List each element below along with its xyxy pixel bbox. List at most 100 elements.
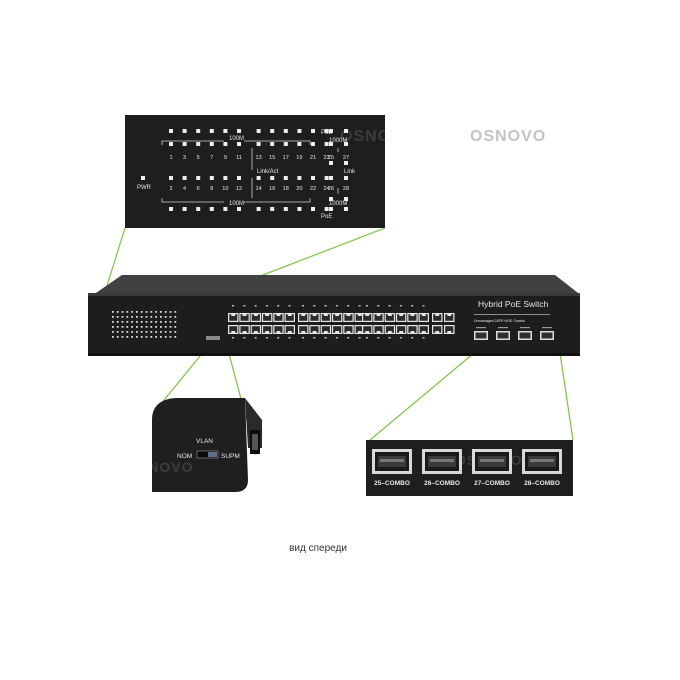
sfp-port[interactable] (422, 449, 462, 474)
sfp-port[interactable] (522, 449, 562, 474)
rj45-port[interactable] (395, 313, 407, 322)
rj45-port[interactable] (298, 313, 309, 322)
mini-led (164, 311, 167, 313)
rj45-port[interactable] (343, 313, 354, 322)
rj45-port[interactable] (331, 313, 343, 322)
sfp-port-label: 25–COMBO (374, 480, 410, 487)
rj45-port[interactable] (228, 325, 239, 334)
mini-led (160, 316, 162, 318)
pwr-led (141, 176, 145, 180)
rj45-port[interactable] (228, 313, 239, 322)
rj45-port[interactable] (261, 313, 273, 322)
rj45-port[interactable] (273, 325, 284, 334)
switch-sub-label: Unmanaged 24FE+4GE Combo (474, 319, 525, 323)
rj45-port[interactable] (418, 325, 430, 334)
status-led (223, 207, 228, 211)
mini-led (112, 331, 114, 333)
rj45-port[interactable] (309, 325, 320, 334)
mini-led (121, 331, 124, 333)
mini-led (116, 326, 119, 328)
mini-led (140, 321, 143, 323)
rj45-port[interactable] (261, 325, 273, 334)
status-led (297, 176, 302, 180)
rj45-port[interactable] (250, 313, 262, 322)
port-number-odd: 17 (283, 155, 289, 161)
status-led (283, 176, 288, 180)
mini-led (164, 336, 167, 338)
rj45-port[interactable] (384, 313, 396, 322)
rj45-port[interactable] (444, 313, 455, 322)
rj45-port[interactable] (331, 325, 343, 334)
rj45-port[interactable] (407, 325, 418, 334)
mini-led (160, 321, 162, 323)
mini-led (150, 331, 153, 333)
sfp-port[interactable] (472, 449, 512, 474)
mini-led (112, 311, 114, 313)
rj45-port[interactable] (343, 325, 354, 334)
mini-led (121, 326, 124, 328)
mini-led (174, 321, 177, 323)
uplink-led (329, 161, 333, 165)
rj45-port[interactable] (418, 313, 430, 322)
sfp-port[interactable] (372, 449, 412, 474)
rj45-port-block (228, 305, 455, 339)
rj45-port[interactable] (362, 313, 373, 322)
port-number-even: 12 (236, 186, 242, 192)
rj45-port[interactable] (362, 325, 373, 334)
mini-led (136, 336, 138, 338)
status-led (209, 142, 214, 146)
rj45-port[interactable] (239, 313, 250, 322)
rj45-port[interactable] (407, 313, 418, 322)
rj45-port[interactable] (373, 325, 384, 334)
label-100m-top: 100M (229, 136, 244, 142)
pwr-label: PWR (137, 185, 152, 191)
sfp-port-small[interactable] (540, 327, 554, 340)
link-label: Link (344, 169, 356, 175)
mode-slide-switch[interactable] (196, 450, 219, 459)
rj45-port[interactable] (284, 325, 296, 334)
status-led (209, 176, 214, 180)
rj45-port[interactable] (354, 313, 366, 322)
watermark-top-2: OSNOVO (470, 128, 546, 145)
port-number-odd: 19 (296, 155, 302, 161)
status-led (270, 176, 275, 180)
mini-led (155, 326, 157, 328)
rj45-port[interactable] (432, 325, 443, 334)
rj45-port[interactable] (320, 313, 332, 322)
rj45-port[interactable] (273, 313, 284, 322)
mini-led (174, 311, 177, 313)
status-led (324, 176, 329, 180)
rj45-port[interactable] (239, 325, 250, 334)
sfp-port-small[interactable] (496, 327, 510, 340)
mini-led (131, 336, 133, 338)
rj45-port[interactable] (432, 313, 443, 322)
mini-led (131, 321, 133, 323)
mini-led (145, 331, 148, 333)
port-number-even: 20 (296, 186, 302, 192)
mini-led (131, 311, 133, 313)
rj45-port[interactable] (298, 325, 309, 334)
rj45-port[interactable] (309, 313, 320, 322)
rj45-port[interactable] (395, 325, 407, 334)
uplink-led (344, 176, 348, 180)
mini-led (150, 321, 153, 323)
rj45-port[interactable] (284, 313, 296, 322)
mini-led (136, 321, 138, 323)
status-led (169, 207, 173, 211)
sfp-port-small[interactable] (518, 327, 532, 340)
sfp-port-small[interactable] (474, 327, 488, 340)
rj45-port[interactable] (384, 325, 396, 334)
rj45-port[interactable] (250, 325, 262, 334)
port-number-odd: 5 (197, 155, 200, 161)
rj45-port[interactable] (320, 325, 332, 334)
port-number-even: 16 (269, 186, 275, 192)
mini-led (126, 336, 129, 338)
led-group-brackets (161, 140, 339, 203)
uplink-number-top: 25 (328, 155, 334, 161)
status-led (311, 176, 315, 180)
rj45-port[interactable] (354, 325, 366, 334)
status-led (169, 142, 173, 146)
rj45-port[interactable] (373, 313, 384, 322)
mini-led (174, 336, 177, 338)
rj45-port[interactable] (444, 325, 455, 334)
